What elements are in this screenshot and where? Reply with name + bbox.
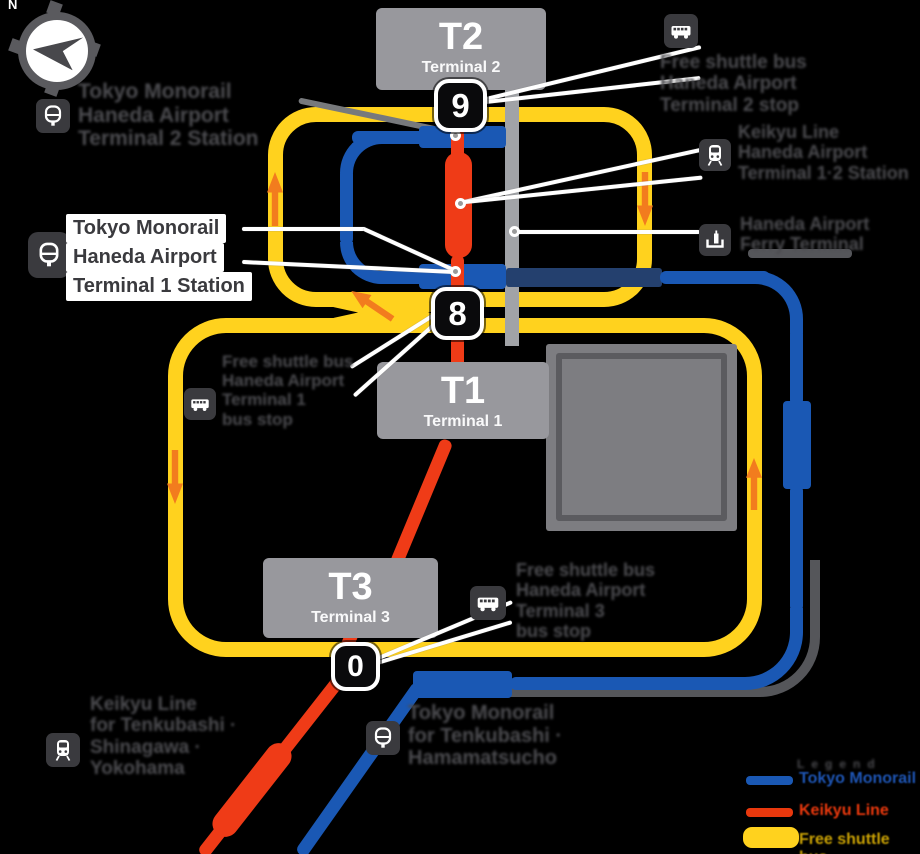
- label-keikyu-outbound: Keikyu Line for Tenkubashi · Shinagawa ·…: [90, 694, 237, 780]
- terminal-3-box: T3 Terminal 3: [263, 558, 438, 638]
- terminal-2-code: T2: [438, 16, 484, 58]
- bus-stop-badge-9: 9: [434, 79, 487, 132]
- compass-dial: [18, 12, 96, 90]
- monorail-station-platform: [783, 401, 811, 489]
- monorail-line: [790, 328, 803, 406]
- bus-icon: [184, 388, 216, 420]
- parking-inner-road: [556, 353, 727, 521]
- label-shuttle-stop-terminal2: Free shuttle bus Haneda Airport Terminal…: [660, 52, 807, 116]
- leader-line: [242, 227, 366, 231]
- bus-stop-number: 9: [451, 86, 470, 124]
- compass-north-label: N: [8, 0, 18, 12]
- legend-swatch-shuttle: [743, 827, 799, 848]
- bus-icon: [664, 14, 698, 48]
- compass-needle-icon: [31, 31, 83, 71]
- parking-block: [546, 344, 737, 531]
- bus-stop-number: 0: [347, 649, 364, 683]
- road-segment: [748, 249, 852, 258]
- road-shadow-horizontal: [505, 687, 745, 697]
- train-icon: [46, 733, 80, 767]
- road-dot: [509, 226, 520, 237]
- train-icon: [699, 139, 731, 171]
- label-monorail-outbound: Tokyo Monorail for Tenkubashi · Hamamats…: [408, 702, 563, 770]
- monorail-line-corner: [755, 271, 803, 333]
- road-shadow-vertical: [810, 560, 820, 620]
- label-monorail-terminal2-station: Tokyo Monorail Haneda Airport Terminal 2…: [78, 80, 259, 151]
- terminal-1-name: Terminal 1: [423, 412, 503, 430]
- monorail-icon: [366, 721, 400, 755]
- terminal-2-box: T2 Terminal 2: [376, 8, 546, 90]
- terminal-1-box: T1 Terminal 1: [377, 362, 549, 439]
- bus-stop-number: 8: [448, 294, 467, 332]
- monorail-line-tunnel: [506, 268, 662, 287]
- monorail-icon: [28, 232, 70, 278]
- terminal-3-name: Terminal 3: [311, 608, 390, 626]
- leader-line: [516, 230, 700, 234]
- bus-stop-badge-8: 8: [431, 287, 484, 340]
- label-ferry-terminal: Haneda Airport Ferry Terminal: [740, 214, 870, 255]
- label-keikyu-terminal12-station: Keikyu Line Haneda Airport Terminal 1·2 …: [738, 122, 909, 183]
- monorail-line: [510, 677, 747, 690]
- keikyu-line: [451, 336, 464, 368]
- station-dot-keikyu: [455, 198, 466, 209]
- monorail-icon: [36, 99, 70, 133]
- bus-stop-badge-0: 0: [331, 642, 380, 691]
- legend-label-shuttle: Free shuttle bus: [799, 831, 890, 854]
- legend-label-monorail: Tokyo Monorail: [799, 770, 917, 787]
- terminal-3-code: T3: [328, 566, 373, 608]
- monorail-line: [660, 271, 770, 284]
- monorail-station-t3-platform: [413, 671, 512, 698]
- label-monorail-terminal1-station: Tokyo Monorail Haneda Airport Terminal 1…: [66, 214, 252, 301]
- monorail-line: [340, 168, 353, 245]
- road-shadow-corner: [733, 608, 820, 697]
- label-shuttle-stop-terminal3: Free shuttle bus Haneda Airport Terminal…: [516, 560, 656, 641]
- legend-label-keikyu: Keikyu Line: [799, 802, 889, 819]
- station-dot-t1: [450, 266, 461, 277]
- bus-icon: [470, 586, 506, 620]
- terminal-2-name: Terminal 2: [421, 58, 501, 76]
- monorail-line: [790, 485, 803, 612]
- ship-icon: [699, 224, 731, 256]
- legend-swatch-monorail: [746, 776, 793, 785]
- terminal-1-code: T1: [440, 370, 486, 412]
- legend-title: Legend: [797, 757, 882, 771]
- monorail-line: [375, 271, 427, 284]
- legend-swatch-keikyu: [746, 808, 793, 817]
- label-shuttle-stop-terminal1: Free shuttle bus Haneda Airport Terminal…: [222, 352, 354, 429]
